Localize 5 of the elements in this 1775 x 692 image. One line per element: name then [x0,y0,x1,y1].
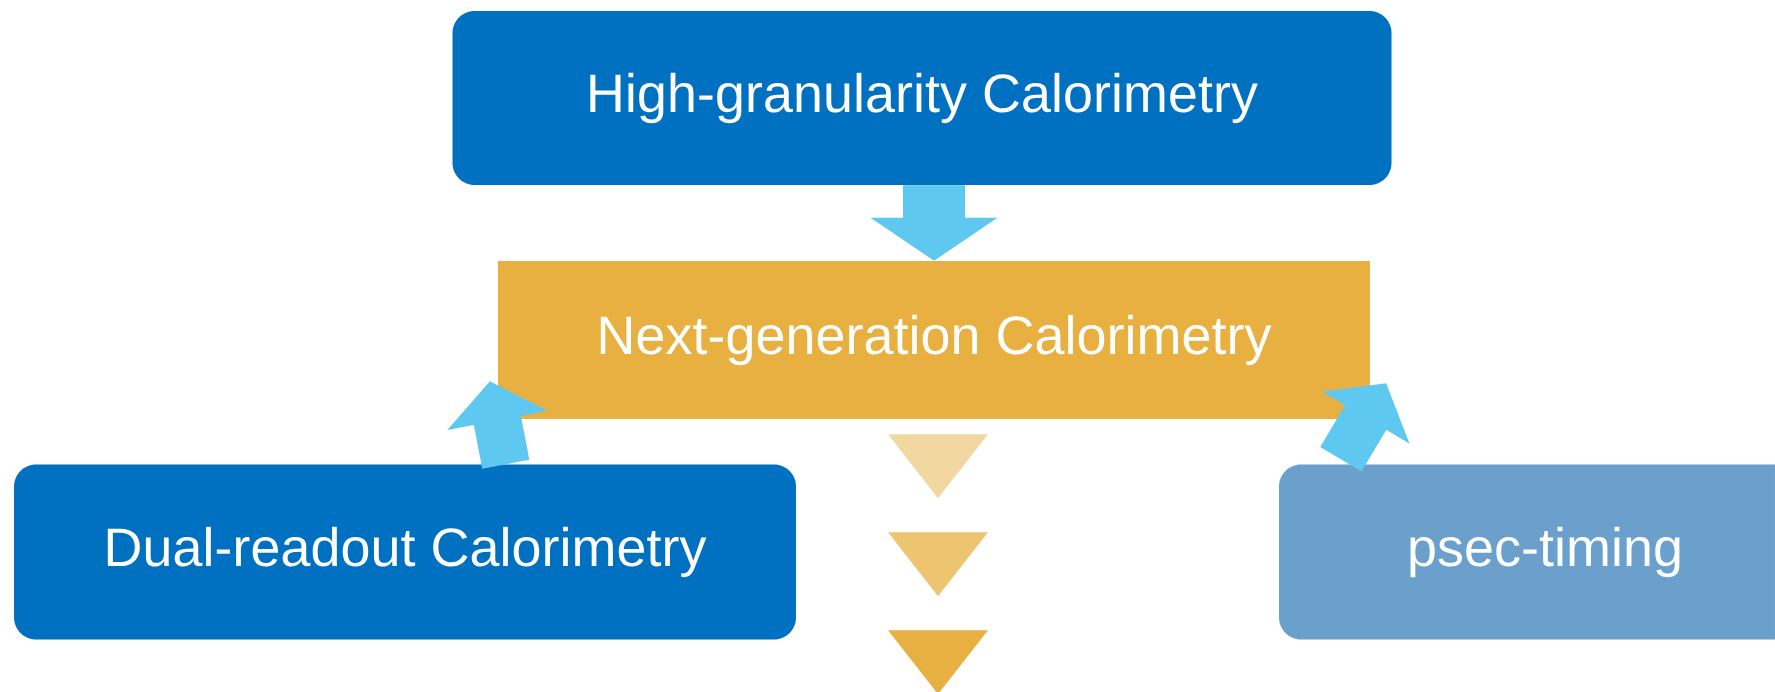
rounded-box: High-granularity Calorimetry [452,11,1392,185]
process-box: Next-generation Calorimetry [498,261,1370,419]
rounded-box: psec-timing [1279,464,1775,640]
down-arrow [888,434,988,692]
rounded-box: Dual-readout Calorimetry [14,464,796,640]
